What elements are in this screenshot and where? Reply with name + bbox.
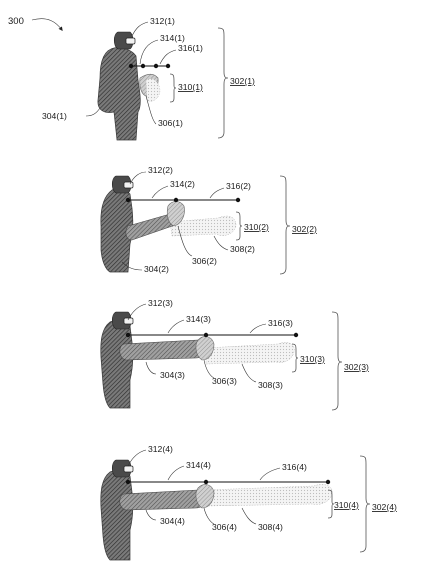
- extended-hand-outline: [145, 78, 161, 102]
- headset-label: 312(2): [148, 165, 173, 175]
- headset-label: 312(4): [148, 444, 173, 454]
- arm-range-label: 310(2): [244, 222, 269, 232]
- arm-range-label: 310(1): [178, 82, 203, 92]
- user-label: 304(2): [144, 264, 169, 274]
- user-label: 304(1): [42, 111, 67, 121]
- headset-icon: [123, 317, 134, 325]
- hand-icon: [195, 484, 215, 509]
- reach-near-label: 314(1): [160, 33, 185, 43]
- dimension-line: [125, 479, 331, 485]
- hand-label: 306(4): [212, 522, 237, 532]
- panel-label: 302(3): [344, 362, 369, 372]
- headset-icon: [125, 37, 136, 45]
- arm-extended-label: 308(2): [230, 244, 255, 254]
- extended-arm-outline: [205, 484, 333, 507]
- arm-range-label: 310(4): [334, 500, 359, 510]
- hand-label: 306(3): [212, 376, 237, 386]
- headset-icon: [123, 181, 134, 189]
- arm-extended-label: 308(4): [258, 522, 283, 532]
- reach-far-label: 316(2): [226, 181, 251, 191]
- panel-1: 312(1) 314(1) 316(1) 310(1) 304(1) 306(1…: [42, 16, 255, 141]
- user-figure: [100, 175, 237, 273]
- arm-range-brace: [327, 489, 335, 519]
- figure-number: 300: [8, 16, 63, 31]
- arm-range-brace: [291, 343, 299, 373]
- panel-brace: [279, 175, 291, 275]
- hand-label: 306(1): [158, 118, 183, 128]
- panel-label: 302(1): [230, 76, 255, 86]
- user-figure: [100, 311, 295, 409]
- panel-3: 312(3) 314(3) 316(3) 310(3) 304(3) 306(3…: [100, 298, 369, 411]
- user-label: 304(3): [160, 370, 185, 380]
- panel-4: 312(4) 314(4) 316(4) 310(4) 304(4) 306(4…: [100, 444, 397, 561]
- hand-label: 306(2): [192, 256, 217, 266]
- panel-label: 302(4): [372, 502, 397, 512]
- dimension-line: [125, 332, 299, 338]
- user-figure: [100, 459, 333, 561]
- arm-extended-label: 308(3): [258, 380, 283, 390]
- user-figure: [97, 31, 161, 141]
- headset-icon: [123, 465, 134, 473]
- headset-label: 312(3): [148, 298, 173, 308]
- reach-far-label: 316(3): [268, 318, 293, 328]
- panel-2: 312(2) 314(2) 316(2) 310(2) 304(2) 306(2…: [100, 165, 317, 275]
- reach-far-label: 316(4): [282, 462, 307, 472]
- panel-label: 302(2): [292, 224, 317, 234]
- panel-brace: [359, 455, 371, 553]
- arm-range-brace: [235, 211, 243, 241]
- panel-brace: [217, 27, 229, 139]
- dimension-line: [125, 197, 241, 203]
- hand-icon: [195, 336, 215, 361]
- reach-far-label: 316(1): [178, 43, 203, 53]
- reach-near-label: 314(3): [186, 314, 211, 324]
- extended-arm-outline: [169, 215, 237, 237]
- headset-label: 312(1): [150, 16, 175, 26]
- arm-range-brace: [169, 73, 177, 103]
- extended-arm-outline: [205, 342, 295, 365]
- figure-arrow: [31, 18, 63, 31]
- user-label: 304(4): [160, 516, 185, 526]
- arm-range-label: 310(3): [300, 354, 325, 364]
- panel-brace: [331, 311, 343, 411]
- svg-text:300: 300: [8, 16, 24, 27]
- reach-near-label: 314(4): [186, 460, 211, 470]
- dimension-line: [128, 63, 171, 69]
- reach-near-label: 314(2): [170, 179, 195, 189]
